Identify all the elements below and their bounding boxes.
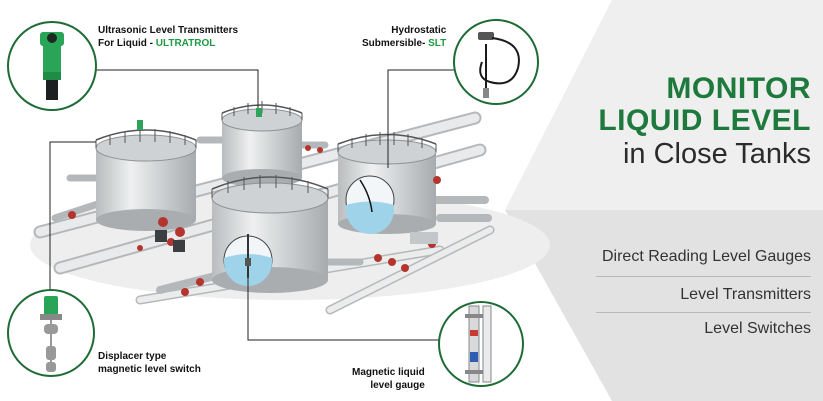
ultrasonic-transmitter-icon <box>7 21 97 111</box>
callout-magnetic-line2: level gauge <box>370 380 425 391</box>
callout-ultrasonic-brand: ULTRATROL <box>155 38 216 49</box>
callout-displacer-line1: Displacer type <box>98 351 167 362</box>
headline-line3: in Close Tanks <box>622 138 811 170</box>
menu-divider <box>596 276 811 277</box>
tank-front <box>211 175 329 293</box>
callout-ultrasonic-line1: Ultrasonic Level Transmitters <box>98 25 239 36</box>
headline-line2: LIQUID LEVEL <box>598 104 811 137</box>
tank-left <box>95 120 197 231</box>
magnetic-gauge-icon <box>438 301 524 387</box>
tank-middle <box>221 101 303 187</box>
submersible-sensor-icon <box>453 19 539 105</box>
right-panel-lower <box>505 210 823 401</box>
callout-ultrasonic-line2: For Liquid - <box>98 38 156 49</box>
valve-bodies <box>155 230 438 252</box>
menu-item-level-switches[interactable]: Level Switches <box>704 320 811 337</box>
right-panel-upper <box>505 0 823 210</box>
menu-item-level-transmitters[interactable]: Level Transmitters <box>680 286 811 303</box>
callout-lines <box>49 69 455 341</box>
callout-hydrostatic: Hydrostatic Submersible- SLT <box>362 24 446 50</box>
displacer-switch-icon <box>7 289 95 377</box>
callout-magnetic: Magnetic liquid level gauge <box>352 366 425 392</box>
tank-right <box>337 132 437 234</box>
callout-hydrostatic-line1: Hydrostatic <box>391 25 447 36</box>
headline-line1: MONITOR <box>666 72 811 105</box>
callout-displacer-line2: magnetic level switch <box>98 364 201 375</box>
callout-hydrostatic-brand: SLT <box>428 38 447 49</box>
callout-ultrasonic: Ultrasonic Level Transmitters For Liquid… <box>98 24 238 50</box>
callout-displacer: Displacer type magnetic level switch <box>98 350 201 376</box>
menu-item-direct-reading-gauges[interactable]: Direct Reading Level Gauges <box>601 248 811 265</box>
menu-divider <box>596 312 811 313</box>
callout-magnetic-line1: Magnetic liquid <box>352 367 425 378</box>
callout-hydrostatic-line2: Submersible- <box>362 38 429 49</box>
